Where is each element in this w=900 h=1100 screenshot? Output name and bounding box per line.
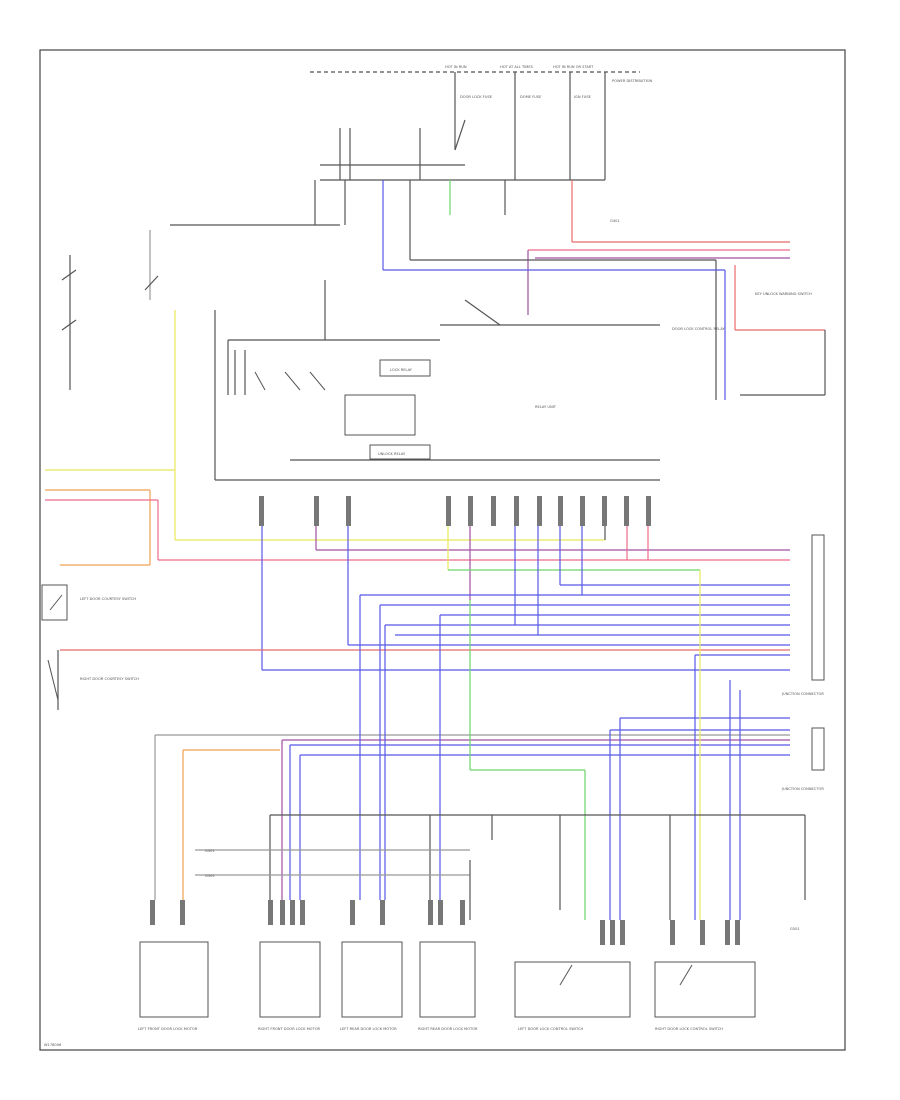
dome-fuse-label: DOME FUSE [520,95,542,99]
junction-connector-1: JUNCTION CONNECTOR [781,534,825,696]
g401-label: G401 [610,219,620,223]
left-door-switch-label: LEFT DOOR LOCK CONTROL SWITCH [518,1027,583,1031]
left-courtesy-switches: LEFT DOOR COURTESY SWITCH RIGHT DOOR COU… [41,584,139,710]
fuse-drop-wires: G401 [314,180,790,400]
key-warning-label: KEY UNLOCK WARNING SWITCH [755,292,812,296]
door-lock-control-label: DOOR LOCK CONTROL RELAY [672,327,725,331]
lock-relay-label: LOCK RELAY [390,368,413,372]
g302-label: G302 [205,874,215,878]
lower-harness: G301 G302 G501 [154,570,806,931]
hot-at-all-times-label: HOT AT ALL TIMES [500,65,534,69]
right-front-lock-motor-label: RIGHT FRONT DOOR LOCK MOTOR [258,1027,321,1031]
g301-label: G301 [205,849,215,853]
power-distribution: HOT IN RUN HOT AT ALL TIMES HOT IN RUN O… [310,65,652,181]
right-door-switch-label: RIGHT DOOR LOCK CONTROL SWITCH [655,1027,723,1031]
relay-unit: RELAY UNIT DOOR LOCK CONTROL RELAY LOCK … [215,280,725,481]
left-front-lock-motor-label: LEFT FRONT DOOR LOCK MOTOR [138,1027,198,1031]
relay-unit-label: RELAY UNIT [535,405,557,409]
power-distribution-label: POWER DISTRIBUTION [612,79,652,83]
bottom-components: LEFT FRONT DOOR LOCK MOTOR RIGHT FRONT D… [138,941,756,1031]
mid-harness [45,310,790,671]
right-door-courtesy-label: RIGHT DOOR COURTESY SWITCH [80,677,139,681]
relay-output-connectors [259,496,651,526]
hot-run-label: HOT IN RUN [445,65,467,69]
bottom-connectors [150,900,740,945]
diagram-frame [39,49,846,1051]
g501-label: G501 [790,927,800,931]
door-lock-fuse-label: DOOR LOCK FUSE [460,95,493,99]
junction-connector-2: JUNCTION CONNECTOR [781,727,825,791]
right-top-components: KEY UNLOCK WARNING SWITCH [734,265,826,396]
left-top-switches [61,224,340,480]
left-rear-lock-motor-label: LEFT REAR DOOR LOCK MOTOR [340,1027,397,1031]
ign-fuse-label: IGN FUSE [574,95,592,99]
left-door-courtesy-label: LEFT DOOR COURTESY SWITCH [80,597,136,601]
right-rear-lock-motor-label: RIGHT REAR DOOR LOCK MOTOR [418,1027,478,1031]
hot-run-or-start-label: HOT IN RUN OR START [553,65,594,69]
junction-connector-2-label: JUNCTION CONNECTOR [781,787,824,791]
footer-code: W178006 [44,1043,62,1047]
unlock-relay-label: UNLOCK RELAY [378,452,406,456]
junction-connector-1-label: JUNCTION CONNECTOR [781,692,824,696]
